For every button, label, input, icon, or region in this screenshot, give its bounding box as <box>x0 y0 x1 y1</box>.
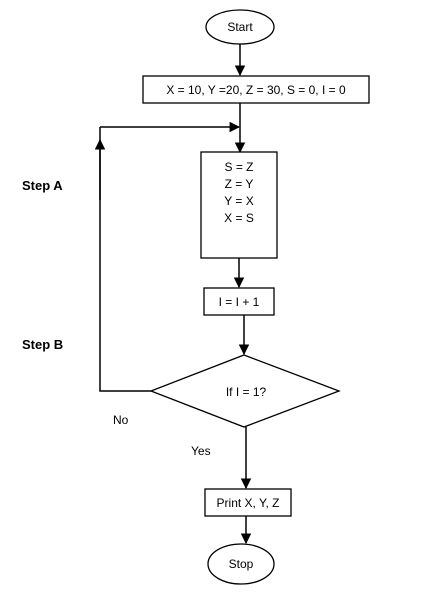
yes-label: Yes <box>191 444 211 458</box>
swap-line-4: X = S <box>224 211 254 225</box>
swap-line-3: Y = X <box>224 194 253 208</box>
print-box: Print X, Y, Z <box>204 488 292 517</box>
init-box: X = 10, Y =20, Z = 30, S = 0, I = 0 <box>142 75 370 104</box>
swap-line-2: Z = Y <box>225 177 254 191</box>
print-label: Print X, Y, Z <box>217 496 280 510</box>
step-a-label: Step A <box>22 178 63 193</box>
swap-line-1: S = Z <box>224 160 253 174</box>
stop-label: Stop <box>229 557 254 571</box>
no-label: No <box>113 413 129 427</box>
increment-label: I = I + 1 <box>219 295 260 309</box>
decision-label: If I = 1? <box>226 385 267 399</box>
loop-back-line <box>99 127 151 392</box>
start-label: Start <box>227 20 253 34</box>
increment-box: I = I + 1 <box>203 287 275 316</box>
init-label: X = 10, Y =20, Z = 30, S = 0, I = 0 <box>166 83 346 97</box>
swap-box: S = Z Z = Y Y = X X = S <box>200 151 278 259</box>
step-b-label: Step B <box>22 337 63 352</box>
decision-diamond: If I = 1? <box>149 354 341 428</box>
stop-terminal: Stop <box>207 543 275 585</box>
start-terminal: Start <box>205 9 275 45</box>
